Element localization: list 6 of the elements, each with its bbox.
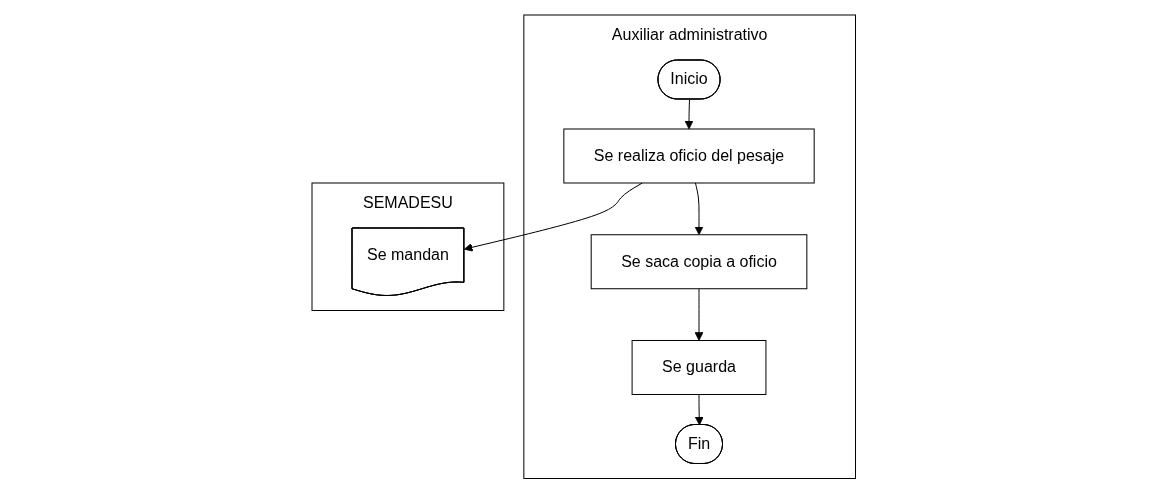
arrow xyxy=(694,182,704,236)
node-box: Se guarda xyxy=(631,340,767,396)
arrow xyxy=(684,99,694,130)
node-box: Se saca copia a oficio xyxy=(590,234,808,290)
arrow xyxy=(695,394,704,426)
node-box: Se realiza oficio del pesaje xyxy=(563,128,815,184)
